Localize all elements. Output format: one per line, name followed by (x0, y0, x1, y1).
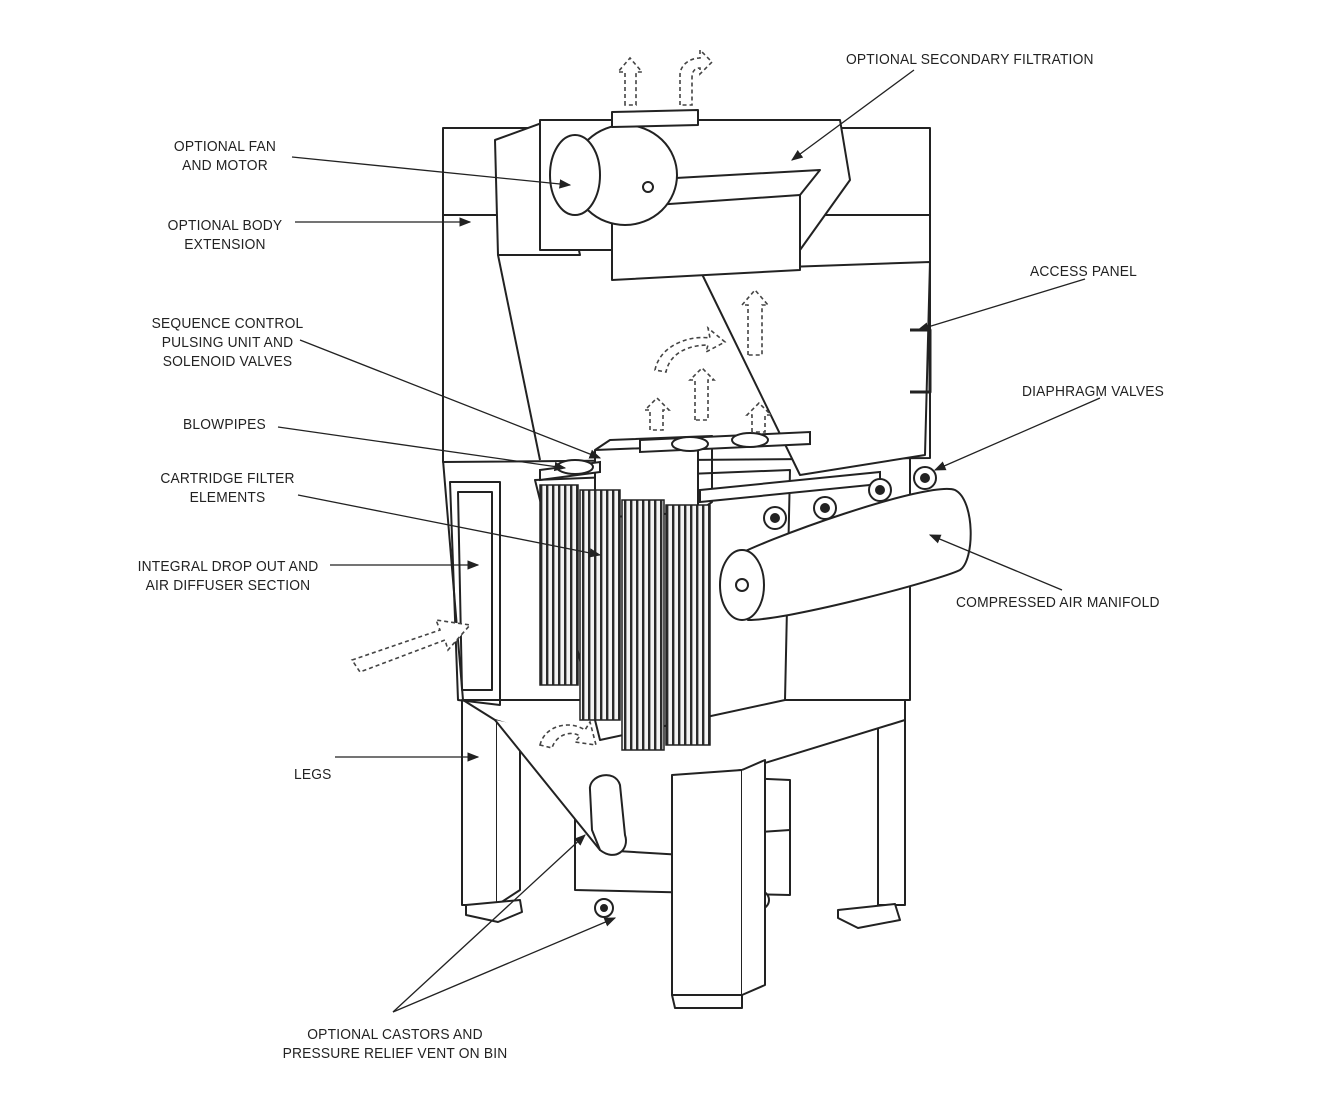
label-diaphragm-valves: DIAPHRAGM VALVES (1022, 383, 1165, 400)
cartridge-filters (539, 484, 711, 751)
label-blowpipes: BLOWPIPES (183, 416, 266, 433)
label-secondary-filtration: OPTIONAL SECONDARY FILTRATION (846, 51, 1094, 68)
diaphragm-valves (763, 466, 937, 530)
airflow-arrows (350, 48, 773, 749)
label-access-panel: ACCESS PANEL (1030, 263, 1138, 280)
leader-lines (277, 69, 1101, 1013)
pressure-relief-vent (588, 774, 627, 856)
label-compressed-air-manifold: COMPRESSED AIR MANIFOLD (956, 594, 1160, 611)
label-legs: LEGS (294, 766, 332, 783)
